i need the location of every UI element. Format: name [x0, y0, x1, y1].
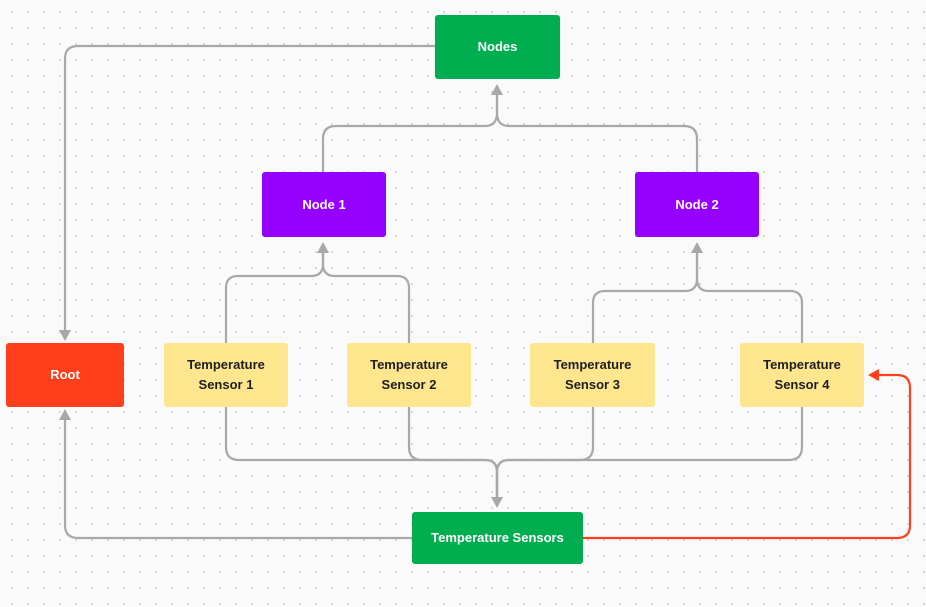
node1-label: Node 1: [302, 196, 346, 212]
node2-box[interactable]: Node 2: [635, 172, 759, 237]
sensor1-label-line2: Sensor 1: [198, 377, 254, 392]
arrowhead-sensor4: [868, 369, 879, 381]
connector-nodes-to-root: [63, 44, 437, 332]
arrowhead-nodes: [491, 84, 503, 95]
connector-temperature-sensors-to-root: [63, 418, 414, 540]
sensor2-box[interactable]: Temperature Sensor 2: [347, 343, 471, 407]
sensor3-box[interactable]: Temperature Sensor 3: [530, 343, 655, 407]
connector-sensor3-to-node2: [591, 250, 699, 345]
sensor3-label-line1: Temperature: [553, 357, 632, 372]
sensor1-label-line1: Temperature: [187, 357, 265, 372]
arrowhead-temperature-sensors: [491, 497, 503, 508]
sensor3-label-line2: Sensor 3: [565, 377, 620, 392]
arrowhead-root-top: [59, 330, 71, 341]
sensor1-box[interactable]: Temperature Sensor 1: [164, 343, 288, 407]
root-label: Root: [50, 367, 80, 382]
connector-node1-to-nodes: [321, 92, 499, 174]
connector-sensor4-to-temperature-sensors: [495, 405, 804, 499]
connector-sensor3-to-temperature-sensors: [495, 405, 595, 499]
node2-label: Node 2: [675, 196, 719, 212]
arrowhead-root-bottom: [59, 409, 71, 420]
sensor2-label-line1: Temperature: [370, 357, 448, 372]
nodes-label: Nodes: [477, 39, 518, 54]
arrowhead-node2: [691, 242, 703, 253]
node1-box[interactable]: Node 1: [262, 172, 386, 237]
arrowhead-node1: [317, 242, 329, 253]
root-box[interactable]: Root: [6, 343, 124, 407]
temperature-sensors-label: Temperature Sensors: [431, 530, 564, 545]
sensor2-label-line2: Sensor 2: [381, 377, 437, 392]
connector-sensor2-to-temperature-sensors: [407, 405, 499, 499]
connector-sensor1-to-node1: [224, 250, 325, 345]
temperature-sensors-box[interactable]: Temperature Sensors: [412, 512, 583, 564]
connector-sensor4-to-node2: [695, 250, 804, 345]
nodes-box[interactable]: Nodes: [435, 15, 560, 79]
connector-sensor2-to-node1: [321, 250, 411, 345]
connector-sensor1-to-temperature-sensors: [224, 405, 499, 499]
connector-node2-to-nodes: [495, 92, 699, 174]
sensor4-box[interactable]: Temperature Sensor 4: [740, 343, 864, 407]
connector-temperature-sensors-to-sensor4: [581, 373, 912, 540]
sensor4-label-line1: Temperature: [763, 357, 841, 372]
sensor4-label-line2: Sensor 4: [774, 377, 830, 392]
